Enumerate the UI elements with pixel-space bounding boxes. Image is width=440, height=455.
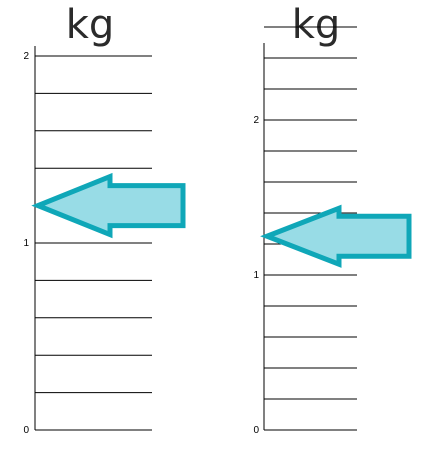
unit-label: kg: [66, 2, 115, 48]
scale-left: kg 0 1 2: [23, 2, 186, 436]
tick-label: 0: [23, 425, 29, 436]
tick-labels: 0 1 2: [253, 115, 259, 436]
gridlines: [35, 55, 152, 431]
tick-label: 2: [23, 51, 29, 62]
tick-label: 1: [253, 270, 259, 281]
scale-right: kg 0 1 2: [253, 2, 412, 436]
tick-label: 1: [23, 238, 29, 249]
tick-label: 2: [253, 115, 259, 126]
pointer-arrow: [31, 172, 186, 239]
tick-label: 0: [253, 425, 259, 436]
gridlines: [264, 26, 357, 431]
tick-labels: 0 1 2: [23, 51, 29, 436]
unit-label: kg: [292, 2, 341, 48]
pointer-arrow: [260, 204, 412, 268]
